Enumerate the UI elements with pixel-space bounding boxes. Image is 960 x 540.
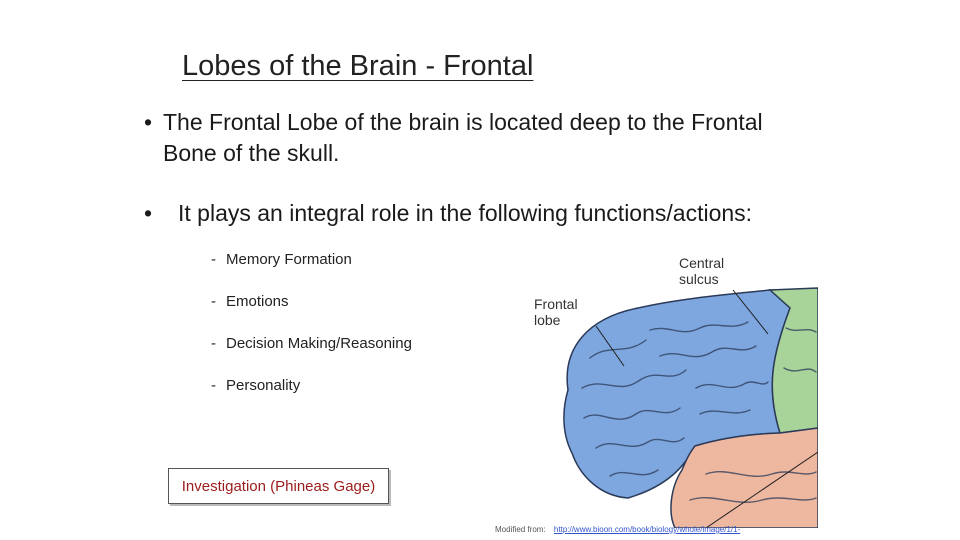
dash-marker: - [211, 335, 216, 352]
dash-marker: - [211, 251, 216, 268]
function-label: Memory Formation [226, 251, 352, 268]
bullet-text: It plays an integral role in the followi… [178, 200, 753, 226]
function-label: Emotions [226, 293, 289, 310]
list-item: -Memory Formation [211, 250, 412, 292]
investigation-button[interactable]: Investigation (Phineas Gage) [168, 468, 389, 504]
label-leader-lines [595, 289, 818, 528]
credit-prefix: Modified from: [495, 525, 546, 534]
list-item: -Emotions [211, 292, 412, 334]
bullet-frontal-location: • The Frontal Lobe of the brain is locat… [144, 107, 784, 169]
bullet-text: The Frontal Lobe of the brain is located… [163, 109, 763, 166]
gyri-folds [581, 321, 817, 504]
bullet-marker: • [144, 109, 153, 135]
brain-illustration [500, 238, 818, 528]
bullet-marker: • [144, 200, 153, 226]
credit-link[interactable]: http://www.bioon.com/book/biology/whole/… [553, 525, 741, 534]
dash-marker: - [211, 293, 216, 310]
brain-diagram [563, 287, 818, 528]
functions-list: -Memory Formation -Emotions -Decision Ma… [211, 250, 412, 418]
list-item: -Decision Making/Reasoning [211, 334, 412, 376]
bullet-functions-intro: • It plays an integral role in the follo… [144, 198, 844, 229]
temporal-lobe-region [670, 427, 818, 528]
list-item: -Personality [211, 376, 412, 418]
function-label: Decision Making/Reasoning [226, 335, 412, 352]
function-label: Personality [226, 377, 301, 394]
slide-title: Lobes of the Brain - Frontal [182, 50, 534, 82]
image-credit: Modified from: http://www.bioon.com/book… [495, 525, 740, 534]
dash-marker: - [211, 377, 216, 394]
